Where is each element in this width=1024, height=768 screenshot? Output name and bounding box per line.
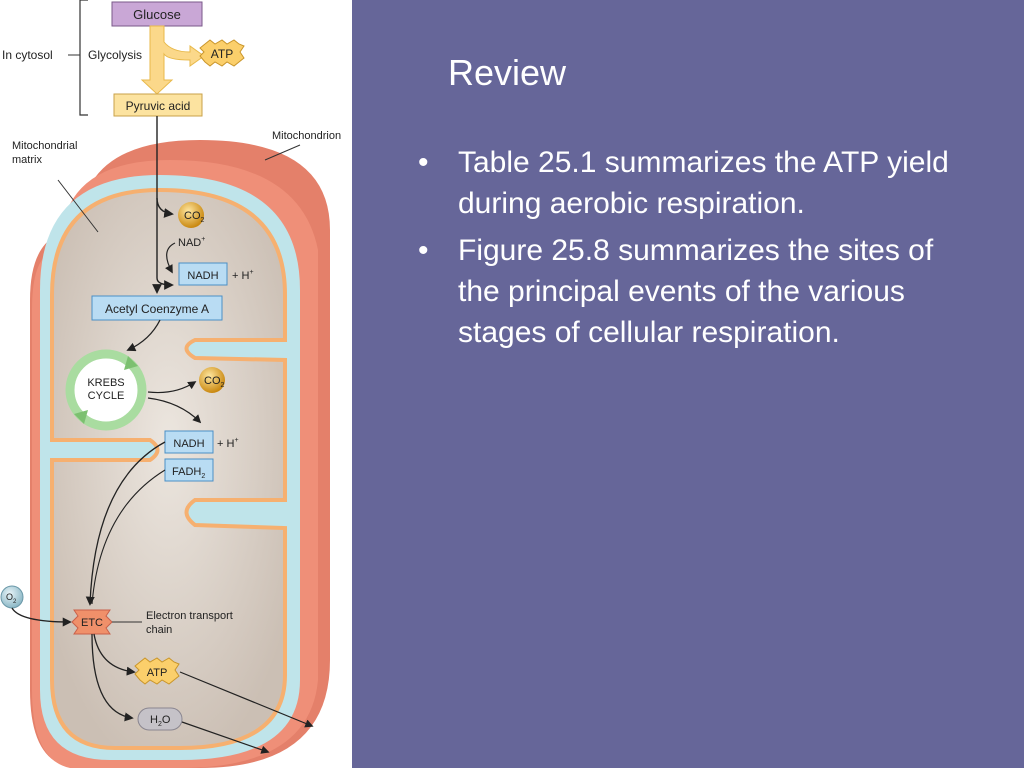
plus-h-label-1: + H+ [232, 269, 254, 282]
co2-ball-1 [178, 202, 204, 228]
krebs-cycle-ring [65, 349, 147, 431]
bullet-text: Table 25.1 summarizes the ATP yield duri… [458, 146, 949, 220]
krebs-label-2: CYCLE [88, 390, 125, 402]
etc-box [71, 609, 113, 635]
etc-caption-1: Electron transport [146, 610, 233, 622]
atp-top-burst [199, 39, 245, 67]
co2-label-1: CO2 [184, 210, 205, 224]
text-panel: Review • Table 25.1 summarizes the ATP y… [352, 0, 1024, 768]
mitochondrial-matrix-label-1: Mitochondrial [12, 140, 77, 152]
bullet-item: • Table 25.1 summarizes the ATP yield du… [418, 142, 978, 224]
atp-top-label: ATP [211, 47, 233, 61]
atp-bottom-label: ATP [147, 667, 168, 679]
krebs-label-1: KREBS [87, 377, 124, 389]
bullet-text: Figure 25.8 summarizes the sites of the … [458, 234, 934, 349]
glucose-label: Glucose [133, 7, 181, 22]
o2-label: O2 [6, 592, 17, 605]
mitochondrial-matrix-label-2: matrix [12, 154, 42, 166]
bullet-dot: • [418, 146, 429, 179]
cellular-respiration-figure: Glucose In cytosol Glycolysis ATP Pyruvi… [0, 0, 352, 768]
h2o-label: H2O [150, 714, 171, 728]
in-cytosol-label: In cytosol [2, 48, 53, 62]
bullet-list: • Table 25.1 summarizes the ATP yield du… [418, 142, 978, 359]
slide-title: Review [448, 52, 567, 93]
pyruvic-acid-box [113, 93, 203, 117]
respiration-diagram: Glucose In cytosol Glycolysis ATP Pyruvi… [0, 0, 341, 768]
co2-label-2: CO2 [204, 375, 225, 389]
fadh2-label: FADH2 [172, 466, 205, 480]
acetyl-coa-label: Acetyl Coenzyme A [105, 302, 209, 316]
acetyl-coa-box [91, 295, 223, 321]
glycolysis-label: Glycolysis [88, 48, 142, 62]
nad-label: NAD+ [178, 236, 205, 249]
etc-label: ETC [81, 617, 103, 629]
plus-h-label-2: + H+ [217, 437, 239, 450]
co2-ball-2 [199, 367, 225, 393]
bullet-dot: • [418, 234, 429, 267]
etc-caption-2: chain [146, 624, 172, 636]
glycolysis-arrow [140, 25, 205, 95]
mitochondrion-label: Mitochondrion [272, 130, 341, 142]
bullet-item: • Figure 25.8 summarizes the sites of th… [418, 230, 978, 353]
pyruvic-acid-label: Pyruvic acid [126, 99, 191, 113]
nadh-label-1: NADH [187, 270, 218, 282]
nadh-label-2: NADH [173, 438, 204, 450]
nadh-box-1 [178, 262, 228, 286]
h2o-pill [137, 707, 183, 731]
atp-bottom-burst [134, 657, 180, 685]
